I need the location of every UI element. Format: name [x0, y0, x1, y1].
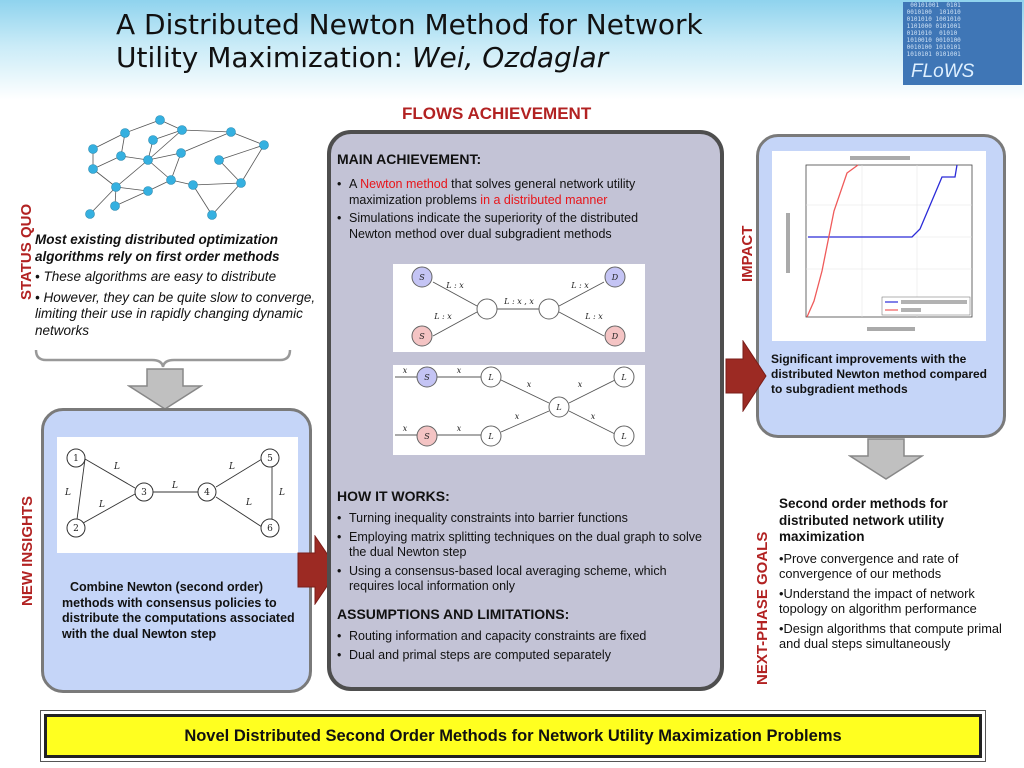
assumption-item-2: Dual and primal steps are computed separ…: [337, 648, 715, 664]
svg-text:L : x: L : x: [584, 312, 603, 321]
how-item-1: Turning inequality constraints into barr…: [337, 511, 715, 527]
svg-text:x: x: [578, 380, 583, 389]
svg-text:6: 6: [267, 524, 273, 534]
footer-banner: Novel Distributed Second Order Methods f…: [44, 714, 982, 758]
next-phase-bullet-3: •Design algorithms that compute primal a…: [779, 620, 1002, 652]
svg-text:D: D: [611, 273, 619, 282]
right-arrow-icon-left: [297, 535, 339, 605]
title-line-2: Utility Maximization:: [116, 41, 412, 74]
impact-text: Significant improvements with the distri…: [771, 352, 988, 396]
status-quo-bullet-1: • These algorithms are easy to distribut…: [35, 269, 277, 284]
line-graph-figure: 1 2 3 4 5 6 L L L L L L L: [57, 437, 298, 553]
status-quo-text: Most existing distributed optimization a…: [35, 232, 320, 343]
main-achievement-list: A Newton method that solves general netw…: [337, 177, 682, 245]
main-achievement-heading: MAIN ACHIEVEMENT:: [337, 151, 482, 167]
svg-text:L: L: [228, 462, 235, 472]
section-title: FLOWS ACHIEVEMENT: [402, 104, 592, 123]
flow-graph-figure: S S L L L L L x x x x x x x x: [393, 365, 645, 455]
next-phase-text: Second order methods for distributed net…: [779, 496, 1019, 656]
flows-logo: 00101001 0101 0010100 101010 0101010 100…: [903, 2, 1022, 85]
status-quo-bullet-2: • However, they can be quite slow to con…: [35, 289, 316, 338]
next-phase-bullet-1: •Prove convergence and rate of convergen…: [779, 550, 959, 582]
header-band: [0, 0, 1024, 100]
svg-text:S: S: [424, 373, 430, 382]
how-item-3: Using a consensus-based local averaging …: [337, 564, 715, 595]
svg-text:L: L: [620, 373, 626, 382]
next-phase-bullet-2: •Understand the impact of network topolo…: [779, 585, 977, 617]
title-line-1: A Distributed Newton Method for Network: [116, 8, 703, 41]
achievement-item-1-text-a: A: [349, 177, 361, 191]
svg-text:S: S: [424, 432, 430, 441]
achievement-item-1-text-b: that solves general network utility maxi…: [349, 177, 636, 207]
down-arrow-icon-right: [848, 438, 924, 480]
right-arrow-icon-right: [725, 340, 767, 412]
next-phase-lead: Second order methods for distributed net…: [779, 496, 948, 544]
svg-text:x: x: [457, 424, 462, 433]
svg-text:2: 2: [73, 524, 79, 534]
svg-text:L : x: L : x: [445, 281, 464, 290]
svg-text:L: L: [278, 488, 285, 498]
new-insights-text: Combine Newton (second order) methods wi…: [62, 580, 295, 641]
svg-text:L: L: [113, 462, 120, 472]
assumption-item-1: Routing information and capacity constra…: [337, 629, 715, 645]
svg-text:x: x: [515, 412, 520, 421]
svg-text:1: 1: [73, 454, 79, 464]
achievement-item-2: Simulations indicate the superiority of …: [337, 211, 682, 242]
new-insights-label: NEW INSIGHTS: [19, 495, 36, 606]
status-quo-label: STATUS QUO: [18, 203, 35, 300]
logo-text: FLoWS: [911, 61, 975, 82]
down-arrow-icon: [127, 368, 203, 410]
network-graph-figure: [85, 115, 269, 220]
svg-text:x: x: [403, 424, 408, 433]
svg-text:L: L: [171, 481, 178, 491]
title-authors: Wei, Ozdaglar: [411, 41, 609, 74]
svg-text:L: L: [245, 498, 252, 508]
svg-text:x: x: [527, 380, 532, 389]
svg-text:L : x: L : x: [570, 281, 589, 290]
svg-text:S: S: [419, 273, 425, 282]
assumptions-list: Routing information and capacity constra…: [337, 629, 715, 666]
svg-text:L: L: [555, 403, 561, 412]
svg-text:L: L: [487, 432, 493, 441]
achievement-item-1: A Newton method that solves general netw…: [337, 177, 682, 208]
how-it-works-list: Turning inequality constraints into barr…: [337, 511, 715, 598]
impact-label: IMPACT: [739, 225, 756, 282]
how-item-2: Employing matrix splitting techniques on…: [337, 530, 715, 561]
svg-text:L : x , x: L : x , x: [503, 297, 534, 306]
svg-text:5: 5: [267, 454, 273, 464]
status-quo-lead: Most existing distributed optimization a…: [35, 232, 280, 264]
page-title: A Distributed Newton Method for Network …: [116, 8, 816, 74]
svg-text:x: x: [403, 366, 408, 375]
logo-binary-pattern: 00101001 0101 0010100 101010 0101010 100…: [906, 2, 961, 58]
svg-text:x: x: [457, 366, 462, 375]
svg-text:D: D: [611, 332, 619, 341]
achievement-highlight-distributed: in a distributed manner: [480, 192, 608, 207]
svg-text:L : x: L : x: [433, 312, 452, 321]
bracket-divider: [34, 349, 292, 368]
svg-text:L: L: [98, 500, 105, 510]
how-it-works-heading: HOW IT WORKS:: [337, 488, 450, 504]
achievement-highlight-newton: Newton method: [360, 177, 448, 191]
utility-convergence-plot: [772, 151, 986, 341]
svg-text:L: L: [64, 488, 71, 498]
svg-text:L: L: [487, 373, 493, 382]
footer-frame: [40, 710, 986, 762]
svg-text:x: x: [591, 412, 596, 421]
dual-graph-figure: S S D D L : x L : x L : x , x L : x L : x: [393, 264, 645, 352]
svg-text:L: L: [620, 432, 626, 441]
svg-text:3: 3: [141, 488, 147, 498]
svg-text:4: 4: [204, 488, 210, 498]
next-phase-label: NEXT-PHASE GOALS: [754, 531, 771, 685]
assumptions-heading: ASSUMPTIONS AND LIMITATIONS:: [337, 606, 570, 622]
svg-text:S: S: [419, 332, 425, 341]
